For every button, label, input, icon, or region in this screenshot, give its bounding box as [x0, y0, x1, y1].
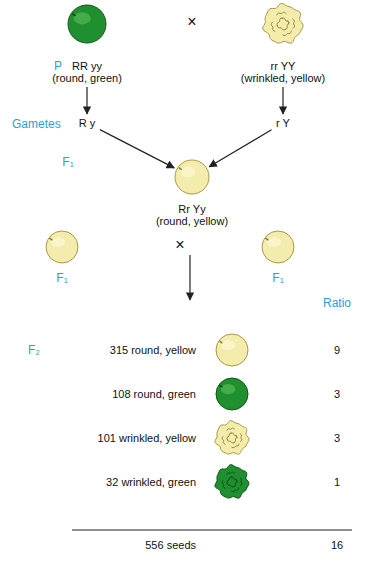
total-rule: [72, 529, 352, 530]
phenotype-count: 101 wrinkled, yellow: [98, 432, 196, 445]
inheritance-arrow: [209, 130, 271, 167]
column-heading: Ratio: [323, 297, 351, 310]
ratio-number: 16: [331, 539, 343, 552]
cross-symbol: ×: [187, 14, 196, 30]
inheritance-arrow: [100, 130, 174, 168]
genotype: r Y: [276, 117, 290, 129]
ratio-number: 9: [334, 344, 340, 357]
pea-seed: Rr Yy(round, yellow): [154, 157, 230, 227]
pea-drawing: [261, 2, 305, 46]
inheritance-arrow: [282, 87, 283, 114]
generation-label: P: [54, 60, 62, 73]
phenotype: (round, green): [52, 72, 122, 84]
pea-seed: F₁: [41, 228, 83, 284]
cross-symbol: ×: [175, 237, 184, 253]
pea-drawing: [65, 2, 109, 46]
genotype: Rr Yy: [156, 203, 228, 215]
phenotype: (wrinkled, yellow): [241, 72, 325, 84]
generation-label: F₁: [259, 272, 297, 284]
cross-arrow: [189, 255, 190, 300]
pea-drawing: [259, 228, 297, 266]
phenotype-count: 32 wrinkled, green: [106, 476, 196, 489]
ratio-number: 1: [334, 476, 340, 489]
generation-label: F₁: [43, 272, 81, 284]
generation-label: Gametes: [12, 118, 61, 131]
generation-label: F₁: [62, 156, 73, 169]
genotype: R y: [79, 117, 96, 129]
pea-seed: F₁: [257, 228, 299, 284]
total-label: 556 seeds: [145, 539, 196, 552]
pea-seed: rr YY(wrinkled, yellow): [239, 2, 327, 84]
phenotype: (round, yellow): [156, 215, 228, 227]
ratio-number: 3: [334, 432, 340, 445]
phenotype-count: 315 round, yellow: [110, 344, 196, 357]
f2-seeds: [215, 334, 249, 498]
pea-drawing: [172, 157, 212, 197]
inheritance-arrow: [86, 87, 87, 114]
genotype: rr YY: [241, 60, 325, 72]
pea-drawing: [43, 228, 81, 266]
generation-label: F₂: [28, 344, 40, 357]
phenotype-count: 108 round, green: [112, 388, 196, 401]
ratio-number: 3: [334, 388, 340, 401]
genotype: RR yy: [52, 60, 122, 72]
gamete-genotype: R y: [77, 117, 98, 129]
gamete-genotype: r Y: [274, 117, 292, 129]
